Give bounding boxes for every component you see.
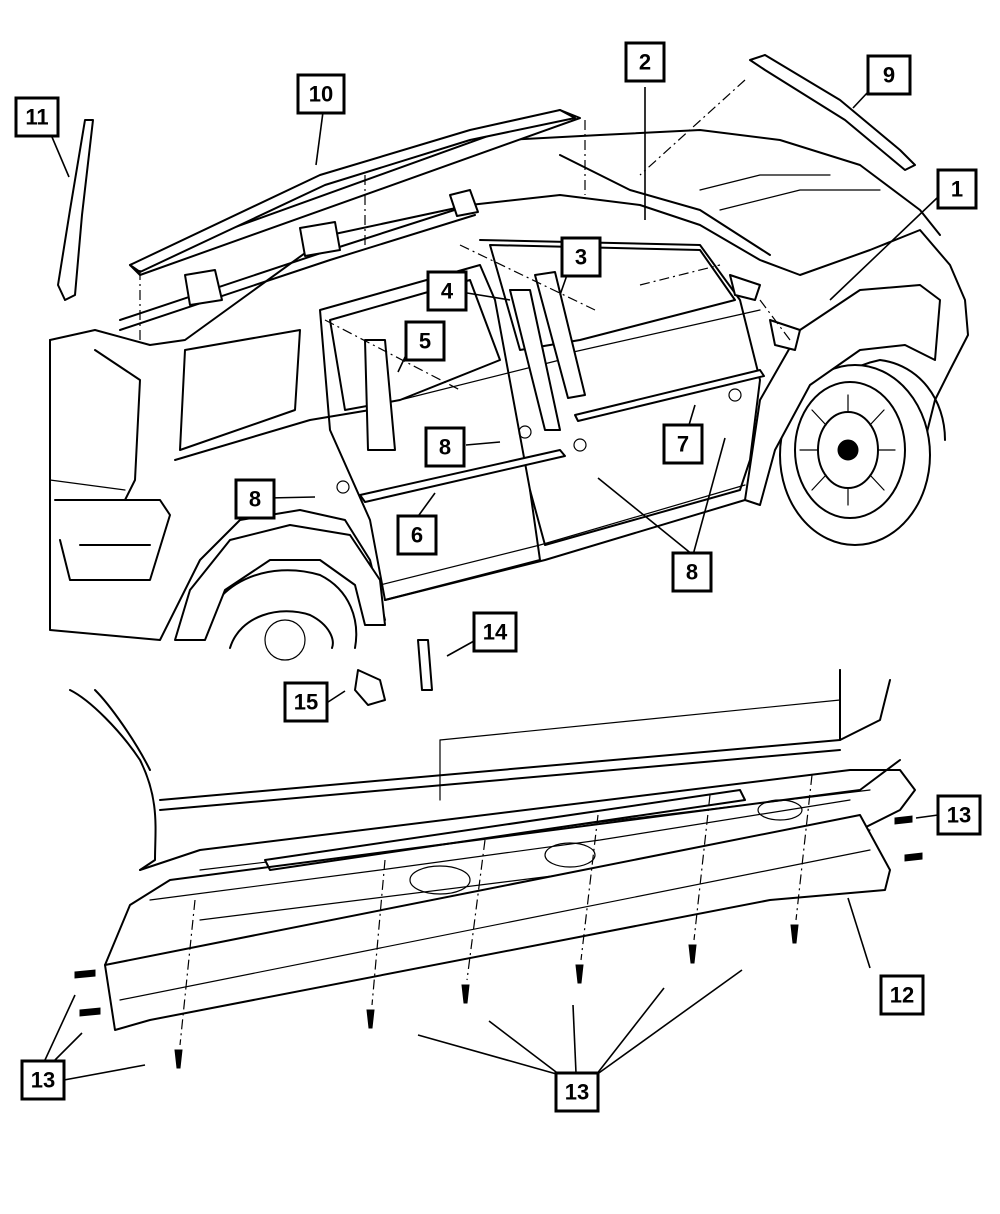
callout-14: 14 [472,611,518,653]
callout-13-center: 13 [554,1071,600,1113]
callout-13-right: 13 [936,794,982,836]
svg-text:13: 13 [947,803,971,828]
callout-8-front: 8 [671,551,713,593]
callout-8-door: 8 [424,426,466,468]
rocker-panel-view [69,669,923,1069]
svg-text:5: 5 [419,329,431,354]
callout-9: 9 [866,54,912,96]
callout-11: 11 [14,96,60,138]
callout-13-left: 13 [20,1059,66,1101]
callout-2: 2 [624,41,666,83]
svg-text:8: 8 [686,560,698,585]
callout-3: 3 [560,236,602,278]
svg-text:13: 13 [565,1080,589,1105]
callout-12: 12 [879,974,925,1016]
svg-text:10: 10 [309,82,333,107]
fastener-set [74,815,923,1069]
svg-text:13: 13 [31,1068,55,1093]
svg-text:1: 1 [951,177,963,202]
callout-10: 10 [296,73,346,115]
svg-text:7: 7 [677,432,689,457]
vehicle-side-view [49,54,969,706]
callout-1: 1 [936,168,978,210]
svg-text:8: 8 [439,435,451,460]
callout-6: 6 [396,514,438,556]
callout-4: 4 [426,270,468,312]
callout-8-rear: 8 [234,478,276,520]
svg-text:15: 15 [294,690,318,715]
svg-text:6: 6 [411,523,423,548]
leader-lines [44,87,939,1081]
callout-5: 5 [404,320,446,362]
svg-text:14: 14 [483,620,508,645]
svg-text:9: 9 [883,63,895,88]
svg-text:8: 8 [249,487,261,512]
svg-text:4: 4 [441,279,454,304]
callout-7: 7 [662,423,704,465]
svg-text:12: 12 [890,983,914,1008]
svg-text:2: 2 [639,50,651,75]
callout-15: 15 [283,681,329,723]
svg-text:3: 3 [575,245,587,270]
svg-text:11: 11 [25,105,48,130]
